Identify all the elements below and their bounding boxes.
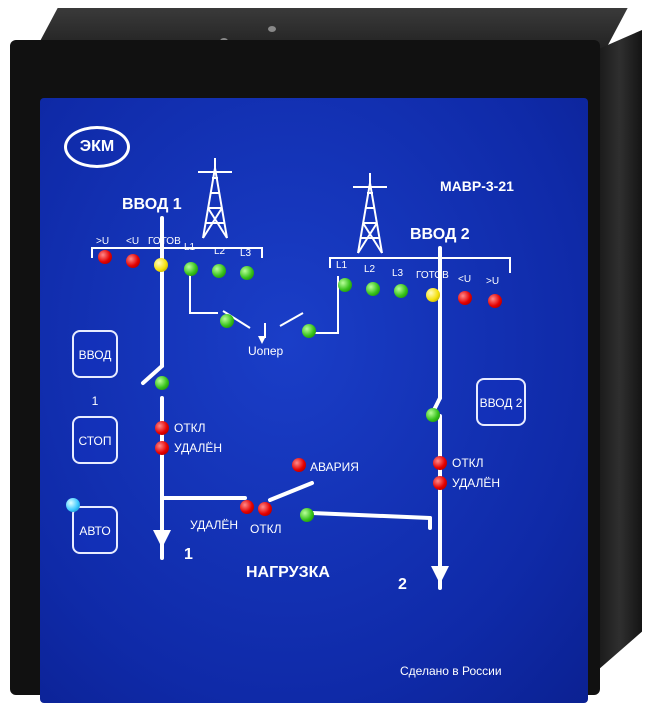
led-ready-1	[154, 258, 168, 272]
led-breaker1-off	[155, 421, 169, 435]
brand-logo: ЭКМ	[64, 126, 130, 168]
input1-switch	[141, 364, 164, 385]
led-breaker2-remote	[433, 476, 447, 490]
led-breaker2-off	[433, 456, 447, 470]
input1-button[interactable]: ВВОД 1	[72, 330, 118, 408]
tie-remote-label: УДАЛЁН	[190, 518, 239, 532]
indicator-label: <U	[458, 274, 472, 285]
indicator-label: L1	[336, 260, 348, 271]
led-l2-2	[366, 282, 380, 296]
model-name: МАВР-3-21	[440, 178, 514, 194]
indicator-label: L3	[392, 268, 404, 279]
device-side-housing	[598, 30, 642, 670]
tie-off-label: ОТКЛ	[250, 522, 282, 536]
load-label: НАГРУЗКА	[246, 564, 330, 581]
breaker2-remote-label: УДАЛЁН	[452, 476, 501, 490]
led-tie-off	[258, 502, 272, 516]
auto-button[interactable]: АВТО	[72, 506, 118, 554]
breaker1-off-label: ОТКЛ	[174, 421, 206, 435]
tower-icon	[353, 173, 387, 254]
led-uoper-2	[302, 324, 316, 338]
input2-button[interactable]: ВВОД 2	[476, 378, 526, 426]
led-l3-2	[394, 284, 408, 298]
indicator-label: <U	[126, 236, 140, 247]
led-breaker1-remote	[155, 441, 169, 455]
breaker1-remote-label: УДАЛЁН	[174, 441, 223, 455]
indicator-label: L2	[364, 264, 376, 275]
indicator-label: ГОТОВ	[416, 270, 449, 281]
led-tie-remote	[240, 500, 254, 514]
led-uoper-1	[220, 314, 234, 328]
led-breaker1-closed	[155, 376, 169, 390]
led-l3-1	[240, 266, 254, 280]
indicator-label: L3	[240, 248, 252, 259]
led-undervoltage-1	[126, 254, 140, 268]
indicator-label: >U	[486, 276, 500, 287]
indicator-label: ГОТОВ	[148, 236, 181, 247]
alarm-label: АВАРИЯ	[310, 460, 359, 474]
device-front-frame: ЭКМ МАВР-3-21 ВВОД 1 ВВОД 2 >U <U ГОТОВ …	[10, 40, 600, 703]
led-breaker2-closed	[426, 408, 440, 422]
screw	[268, 26, 276, 32]
output-2-label: 2	[398, 576, 407, 593]
led-l1-1	[184, 262, 198, 276]
led-overvoltage-1	[98, 250, 112, 264]
led-tie-closed	[300, 508, 314, 522]
led-auto	[66, 498, 80, 512]
input1-title: ВВОД 1	[122, 196, 182, 213]
led-alarm	[292, 458, 306, 472]
led-overvoltage-2	[488, 294, 502, 308]
led-l1-2	[338, 278, 352, 292]
indicator-label: L2	[214, 246, 226, 257]
made-in-label: Сделано в России	[400, 664, 502, 678]
input2-title: ВВОД 2	[410, 226, 470, 243]
led-ready-2	[426, 288, 440, 302]
led-l2-1	[212, 264, 226, 278]
output-1-label: 1	[184, 546, 193, 563]
breaker2-off-label: ОТКЛ	[452, 456, 484, 470]
indicator-label: L1	[184, 242, 196, 253]
stop-button[interactable]: СТОП	[72, 416, 118, 464]
indicator-label: >U	[96, 236, 110, 247]
uoper-label: Uопер	[248, 344, 284, 358]
tower-icon	[198, 158, 232, 239]
led-undervoltage-2	[458, 291, 472, 305]
front-panel: ЭКМ МАВР-3-21 ВВОД 1 ВВОД 2 >U <U ГОТОВ …	[40, 98, 588, 703]
